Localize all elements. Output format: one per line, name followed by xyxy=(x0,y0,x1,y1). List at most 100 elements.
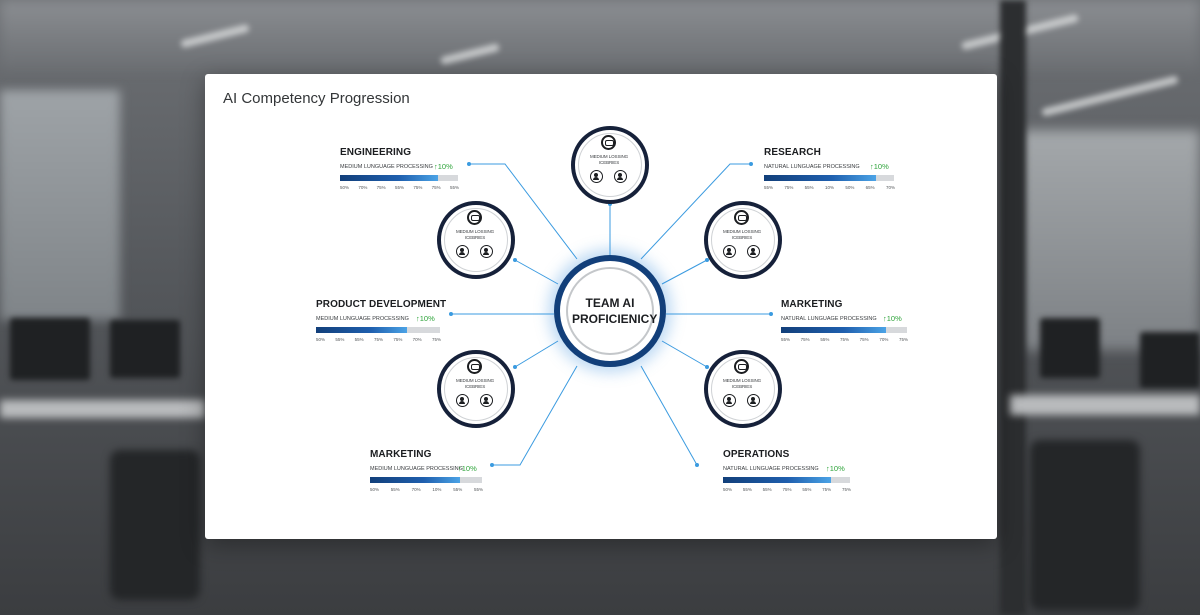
person-icon xyxy=(614,170,627,183)
arrow-up-icon: ↑ xyxy=(826,464,830,473)
progress-tick-label: 55% xyxy=(474,487,484,492)
dept-delta-value: 10% xyxy=(886,314,902,323)
connector-left-lower-node xyxy=(514,340,559,368)
progress-tick-label: 75% xyxy=(374,337,384,342)
progress-bar xyxy=(370,477,482,483)
progress-tick-label: 75% xyxy=(822,487,832,492)
node-inner-ring xyxy=(444,208,508,272)
progress-bar-fill xyxy=(781,327,886,333)
dept-title: OPERATIONS xyxy=(723,449,790,460)
node-inner-ring xyxy=(578,133,642,197)
hub-label: TEAM AI PROFICIENICY xyxy=(572,296,658,326)
progress-tick-label: 75% xyxy=(899,337,909,342)
person-icon xyxy=(590,170,603,183)
connector-lines xyxy=(449,162,773,467)
dept-subtitle: NATURAL LUNGUAGE PROCESSING xyxy=(723,466,819,472)
dept-subtitle-row: NATURAL LUNGUAGE PROCESSING↑10% xyxy=(723,464,850,476)
progress-tick-label: 50% xyxy=(340,185,350,190)
robot-icon xyxy=(734,359,749,374)
connector-engineering xyxy=(469,163,578,260)
hub-node: TEAM AI PROFICIENICY xyxy=(554,255,666,367)
node-caption: MEDIUM LOSSING ICEBRIES xyxy=(589,154,629,165)
robot-icon xyxy=(467,210,482,225)
connector-dot xyxy=(749,162,753,166)
node-caption: MEDIUM LOSSING ICEBRIES xyxy=(722,378,762,389)
skill-node-right-upper: MEDIUM LOSSING ICEBRIES xyxy=(704,201,782,279)
dept-marketing-right: MARKETING NATURAL LUNGUAGE PROCESSING ↑10%… xyxy=(781,299,909,345)
dept-subtitle: MEDIUM LUNGUAGE PROCESSING xyxy=(316,316,409,322)
connector-left-upper-node xyxy=(514,259,559,285)
progress-tick-label: 75% xyxy=(782,487,792,492)
dept-delta: ↑10% xyxy=(458,464,477,473)
connector-dot xyxy=(490,463,494,467)
dept-delta-value: 10% xyxy=(873,162,889,171)
progress-tick-label: 55% xyxy=(762,487,772,492)
progress-ticks: 50%55%70%10%55%55% xyxy=(370,487,484,495)
progress-bar-fill xyxy=(723,477,831,483)
progress-tick-label: 10% xyxy=(432,487,442,492)
progress-ticks: 50%70%75%55%75%75%55% xyxy=(340,185,460,193)
dept-subtitle: MEDIUM LUNGUAGE PROCESSING xyxy=(370,466,463,472)
office-chair xyxy=(1030,440,1140,610)
progress-ticks: 50%55%55%75%75%70%75% xyxy=(316,337,441,345)
dept-delta: ↑10% xyxy=(883,314,902,323)
progress-tick-label: 75% xyxy=(376,185,386,190)
connector-marketing-left xyxy=(492,365,578,466)
connector-dot xyxy=(695,463,699,467)
connector-dot xyxy=(513,365,517,369)
progress-tick-label: 75% xyxy=(840,337,850,342)
progress-tick-label: 70% xyxy=(358,185,368,190)
node-caption: MEDIUM LOSSING ICEBRIES xyxy=(455,229,495,240)
monitor xyxy=(10,318,90,380)
monitor xyxy=(110,320,180,378)
progress-tick-label: 75% xyxy=(431,185,441,190)
person-icon xyxy=(480,245,493,258)
progress-tick-label: 75% xyxy=(842,487,852,492)
skill-node-left-upper: MEDIUM LOSSING ICEBRIES xyxy=(437,201,515,279)
node-inner-ring xyxy=(711,208,775,272)
robot-icon xyxy=(734,210,749,225)
arrow-up-icon: ↑ xyxy=(883,314,887,323)
monitor xyxy=(1140,332,1200,388)
progress-bar-fill xyxy=(764,175,876,181)
progress-tick-label: 55% xyxy=(450,185,460,190)
progress-tick-label: 50% xyxy=(370,487,380,492)
connector-right-lower-node xyxy=(661,340,708,368)
progress-bar xyxy=(723,477,850,483)
progress-tick-label: 50% xyxy=(723,487,733,492)
dept-delta-value: 10% xyxy=(461,464,477,473)
skill-node-top: MEDIUM LOSSING ICEBRIES xyxy=(571,126,649,204)
progress-bar xyxy=(340,175,458,181)
dept-title: MARKETING xyxy=(370,449,432,460)
dept-subtitle-row: NATURAL LUNGUAGE PROCESSING ↑10% xyxy=(764,162,894,174)
person-icon xyxy=(456,394,469,407)
person-icon xyxy=(747,394,760,407)
dept-delta: ↑10% xyxy=(870,162,889,171)
progress-bar xyxy=(316,327,440,333)
progress-tick-label: 75% xyxy=(800,337,810,342)
progress-bar xyxy=(764,175,894,181)
progress-tick-label: 55% xyxy=(820,337,830,342)
progress-tick-label: 55% xyxy=(354,337,364,342)
person-icon xyxy=(723,245,736,258)
progress-tick-label: 55% xyxy=(764,185,774,190)
dept-subtitle: NATURAL LUNGUAGE PROCESSING xyxy=(764,164,860,170)
desk xyxy=(1010,395,1200,415)
person-icon xyxy=(480,394,493,407)
progress-tick-label: 70% xyxy=(879,337,889,342)
progress-tick-label: 70% xyxy=(886,185,896,190)
node-inner-ring xyxy=(711,357,775,421)
progress-tick-label: 75% xyxy=(393,337,403,342)
progress-tick-label: 55% xyxy=(390,487,400,492)
progress-tick-label: 70% xyxy=(412,337,422,342)
node-caption: MEDIUM LOSSING ICEBRIES xyxy=(455,378,495,389)
progress-tick-label: 75% xyxy=(784,185,794,190)
dept-title: MARKETING xyxy=(781,299,843,310)
dept-subtitle: NATURAL LUNGUAGE PROCESSING xyxy=(781,316,877,322)
progress-ticks: 55%75%55%75%75%70%75% xyxy=(781,337,909,345)
progress-tick-label: 55% xyxy=(804,185,814,190)
skill-node-left-lower: MEDIUM LOSSING ICEBRIES xyxy=(437,350,515,428)
